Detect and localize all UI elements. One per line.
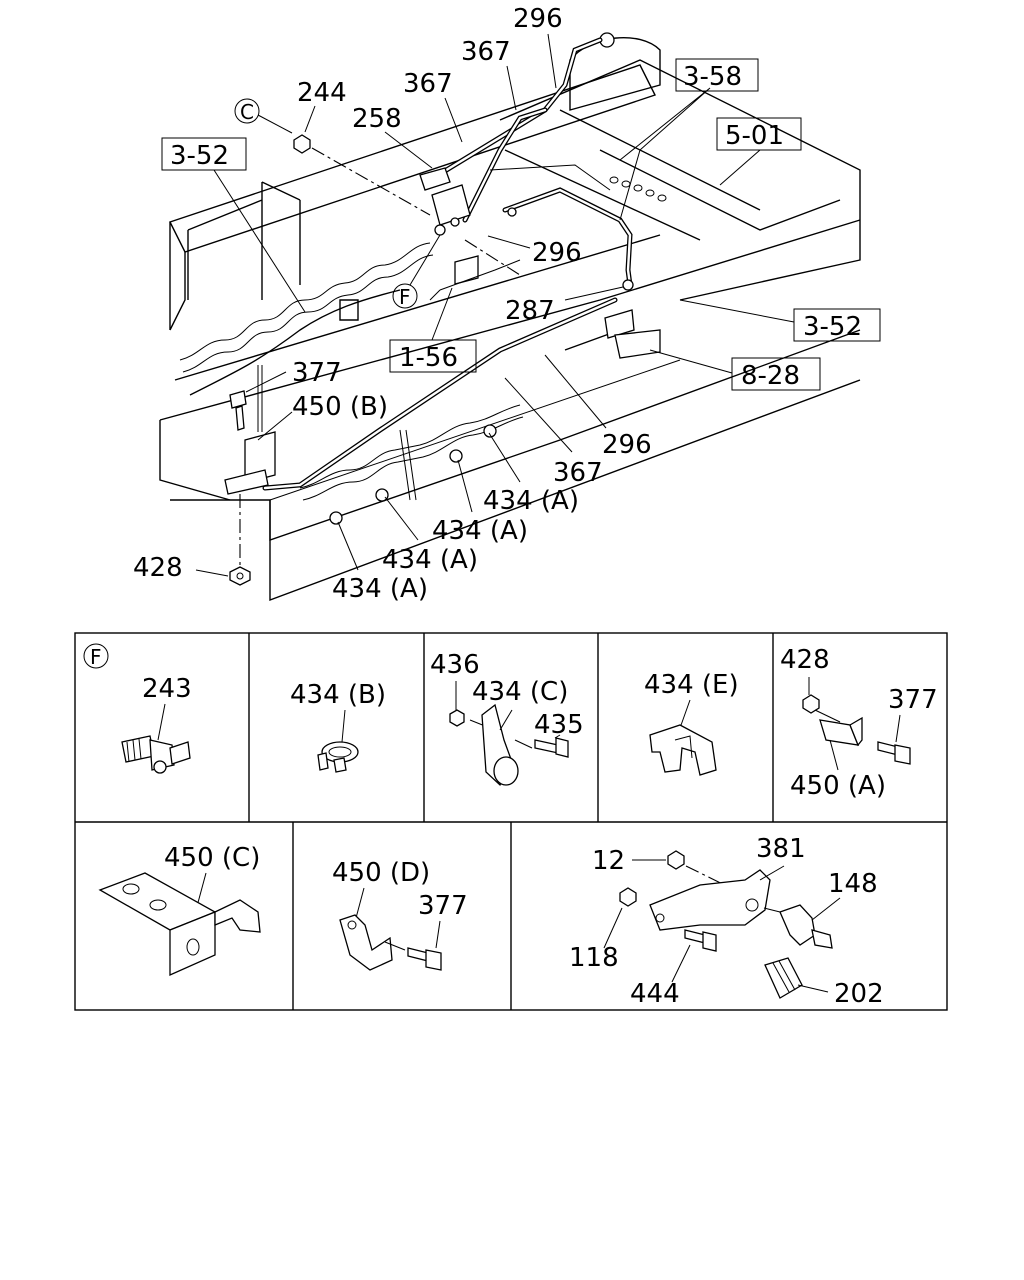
callout-434a-3: 434 (A) (382, 545, 478, 575)
detail-428-label: 428 (780, 645, 830, 675)
detail-118-label: 118 (569, 943, 619, 973)
callout-287: 287 (505, 296, 555, 326)
detail-450a: 428 377 450 (A) (780, 645, 938, 801)
callout-434a-1: 434 (A) (483, 486, 579, 516)
detail-450d-label: 450 (D) (332, 858, 430, 888)
detail-450a-label: 450 (A) (790, 771, 886, 801)
detail-436-label: 436 (430, 650, 480, 680)
detail-434b: 434 (B) (290, 680, 386, 773)
ref-3-52-left: 3-52 (170, 141, 229, 171)
callout-434a-2: 434 (A) (432, 516, 528, 546)
ref-1-56: 1-56 (399, 343, 458, 373)
detail-377a-label: 377 (888, 685, 938, 715)
marker-c: C (240, 100, 254, 124)
callout-367-b: 367 (403, 69, 453, 99)
chassis-illustration (159, 32, 861, 602)
detail-valve-assembly: 12 381 148 118 444 202 (569, 834, 884, 1009)
reference-boxes: 3-58 5-01 3-52 3-52 1-56 8-28 (161, 58, 881, 391)
detail-grid (74, 632, 948, 1011)
callout-377: 377 (292, 358, 342, 388)
detail-450c: 450 (C) (98, 843, 261, 977)
detail-381-label: 381 (756, 834, 806, 864)
callout-367-a: 367 (461, 37, 511, 67)
callout-258: 258 (352, 104, 402, 134)
callout-244: 244 (297, 78, 347, 108)
marker-f: F (399, 285, 411, 309)
detail-243-label: 243 (142, 674, 192, 704)
callout-434a-4: 434 (A) (332, 574, 428, 604)
detail-450c-label: 450 (C) (164, 843, 260, 873)
detail-12-label: 12 (592, 846, 625, 876)
ref-3-58: 3-58 (683, 62, 742, 92)
callout-428: 428 (133, 553, 183, 583)
detail-434c: 436 434 (C) 435 (430, 650, 584, 787)
detail-434b-label: 434 (B) (290, 680, 386, 710)
detail-450d: 450 (D) 377 (332, 858, 468, 971)
detail-444-label: 444 (630, 979, 680, 1009)
detail-148-label: 148 (828, 869, 878, 899)
detail-434c-label: 434 (C) (472, 677, 568, 707)
leader-lines-main (195, 33, 795, 577)
ref-5-01: 5-01 (725, 121, 784, 151)
callout-450b: 450 (B) (292, 392, 388, 422)
ref-3-52-right: 3-52 (803, 312, 862, 342)
callout-296-mid: 296 (532, 238, 582, 268)
detail-f-243: F 243 (83, 643, 192, 774)
detail-434e-label: 434 (E) (644, 670, 739, 700)
detail-f-marker: F (90, 645, 102, 669)
detail-202-label: 202 (834, 979, 884, 1009)
detail-435-label: 435 (534, 710, 584, 740)
main-callouts: 296 367 367 244 258 296 287 377 450 (B) … (133, 4, 652, 604)
circle-markers: C F (234, 98, 418, 309)
detail-377d-label: 377 (418, 891, 468, 921)
brake-pipes (262, 37, 633, 491)
main-components (224, 134, 661, 586)
callout-296-top: 296 (513, 4, 563, 34)
callout-367-low: 367 (553, 458, 603, 488)
detail-434e: 434 (E) (644, 670, 739, 776)
callout-296-low: 296 (602, 430, 652, 460)
ref-8-28: 8-28 (741, 361, 800, 391)
